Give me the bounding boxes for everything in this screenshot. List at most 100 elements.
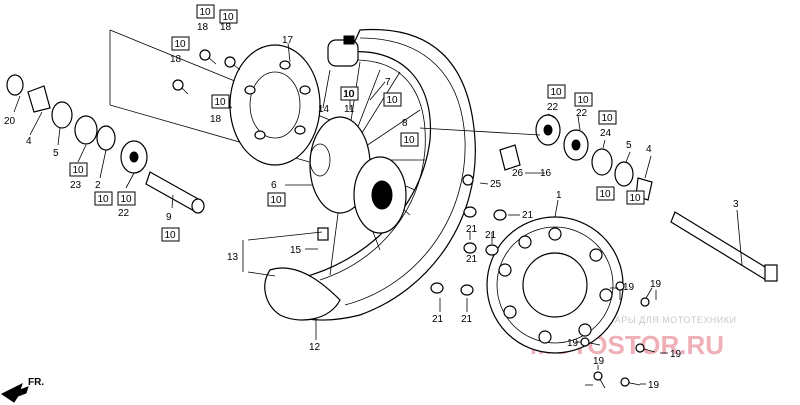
callout-box-frame (400, 132, 419, 147)
boxed-callout-b-d: 10 (211, 94, 230, 109)
callout-box-text: 10 (343, 89, 355, 100)
callout-l-14: 14 (318, 104, 330, 115)
callout-box-text: 10 (630, 193, 642, 204)
callout-l-4b: 4 (646, 144, 652, 155)
callout-box-text: 10 (271, 195, 283, 206)
collar-5b (614, 161, 634, 187)
callout-box-text: 10 (175, 39, 187, 50)
callout-l-25: 25 (490, 179, 502, 190)
callout-box-frame (171, 36, 190, 51)
callout-box-frame (161, 227, 180, 242)
boxed-callout-b-m: 10 (547, 84, 566, 99)
bearing-2 (96, 125, 116, 151)
washer-25 (462, 174, 474, 186)
callout-l-5b: 5 (626, 140, 632, 151)
collar-5 (51, 101, 73, 129)
callout-box-text: 10 (404, 135, 416, 146)
callout-l-18b: 18 (220, 22, 232, 33)
callout-l-22b: 22 (547, 102, 559, 113)
callout-box-text: 10 (602, 113, 614, 124)
callout-box-frame (383, 92, 402, 107)
rim-inner (319, 59, 426, 281)
boxed-callout-b-g: 10 (400, 132, 419, 147)
callout-l-21f: 21 (461, 314, 473, 325)
callout-box-text: 10 (98, 194, 110, 205)
boxed-callout-b-a: 10 (196, 4, 215, 19)
boxed-callout-b-p: 10 (596, 186, 615, 201)
callout-box-text: 10 (73, 165, 85, 176)
callout-box-text: 10 (223, 12, 235, 23)
callout-box-frame (596, 186, 615, 201)
callout-l-21a: 21 (522, 210, 534, 221)
boxed-callout-b-o: 10 (598, 110, 617, 125)
callout-l-22c: 22 (576, 108, 588, 119)
callout-l-20: 20 (4, 116, 16, 127)
callout-l-7: 7 (385, 77, 391, 88)
callout-box-text: 10 (551, 87, 563, 98)
callout-box-frame (340, 86, 359, 101)
callout-l-4a: 4 (26, 136, 32, 147)
callout-l-21b: 21 (466, 224, 478, 235)
callout-box-frame (117, 191, 136, 206)
boxed-callout-b-b: 10 (219, 9, 238, 24)
axle-head (764, 264, 778, 282)
callout-l-8: 8 (402, 118, 408, 129)
callout-l-1: 1 (556, 190, 562, 201)
callout-l-18c: 18 (170, 54, 182, 65)
oil-seal-23 (74, 115, 98, 145)
callout-l-9: 9 (166, 212, 172, 223)
rim-outer (344, 37, 466, 306)
callout-l-19b: 19 (650, 279, 662, 290)
watermark-tagline: ЗАПЧАСТИ И АКСЕССУАРЫ ДЛЯ МОТОТЕХНИКИ (505, 315, 736, 325)
rim-band (264, 267, 341, 321)
callout-box-text: 10 (344, 89, 356, 100)
callout-box-frame (267, 192, 286, 207)
callout-l-18a: 18 (197, 22, 209, 33)
callout-l-11: 11 (344, 104, 355, 115)
callout-box-frame (219, 9, 238, 24)
callout-l-17: 17 (282, 35, 294, 46)
boxed-callout-b-f: 10 (383, 92, 402, 107)
valve-15 (317, 227, 329, 241)
callout-box-frame (196, 4, 215, 19)
callout-box-text: 10 (215, 97, 227, 108)
callout-l-19d: 19 (567, 338, 579, 349)
right-axle-parts (535, 114, 778, 282)
left-axle-parts (6, 74, 205, 214)
callout-l-24: 24 (600, 128, 612, 139)
callout-box-text: 10 (387, 95, 399, 106)
callout-box-frame (574, 92, 593, 107)
driven-sprocket (486, 216, 624, 354)
callout-box-text: 10 (600, 189, 612, 200)
arrow-left-icon (1, 383, 29, 403)
callout-l-22a: 22 (118, 208, 130, 219)
callout-box-frame (211, 94, 230, 109)
callout-box-frame (69, 162, 88, 177)
callout-l-13: 13 (227, 252, 239, 263)
callout-l-19e: 19 (593, 356, 605, 367)
callout-box-text: 10 (121, 194, 133, 205)
callout-l-5a: 5 (53, 148, 59, 159)
front-direction-indicator: FR. (1, 377, 44, 403)
boxed-callout-b-n: 10 (574, 92, 593, 107)
brake-disc (229, 44, 321, 166)
callout-l-19a: 19 (623, 282, 635, 293)
oil-seal-24 (591, 148, 613, 176)
callout-l-2: 2 (95, 180, 101, 191)
callout-box-frame (547, 84, 566, 99)
leader-lines (13, 42, 743, 386)
callout-l-3: 3 (733, 199, 739, 210)
rear-wheel (274, 28, 476, 321)
sprocket-nuts (430, 206, 507, 296)
callout-l-12: 12 (309, 342, 321, 353)
adjuster-plate-4 (27, 85, 51, 113)
axle-nut-20 (6, 74, 24, 96)
callout-box-frame (598, 110, 617, 125)
callout-box-text: 10 (200, 7, 212, 18)
boxed-callout-b-c: 10 (171, 36, 190, 51)
callout-box-text: 10 (578, 95, 590, 106)
chain-guide-26 (499, 144, 521, 171)
boxed-callout-b-j: 10 (117, 191, 136, 206)
